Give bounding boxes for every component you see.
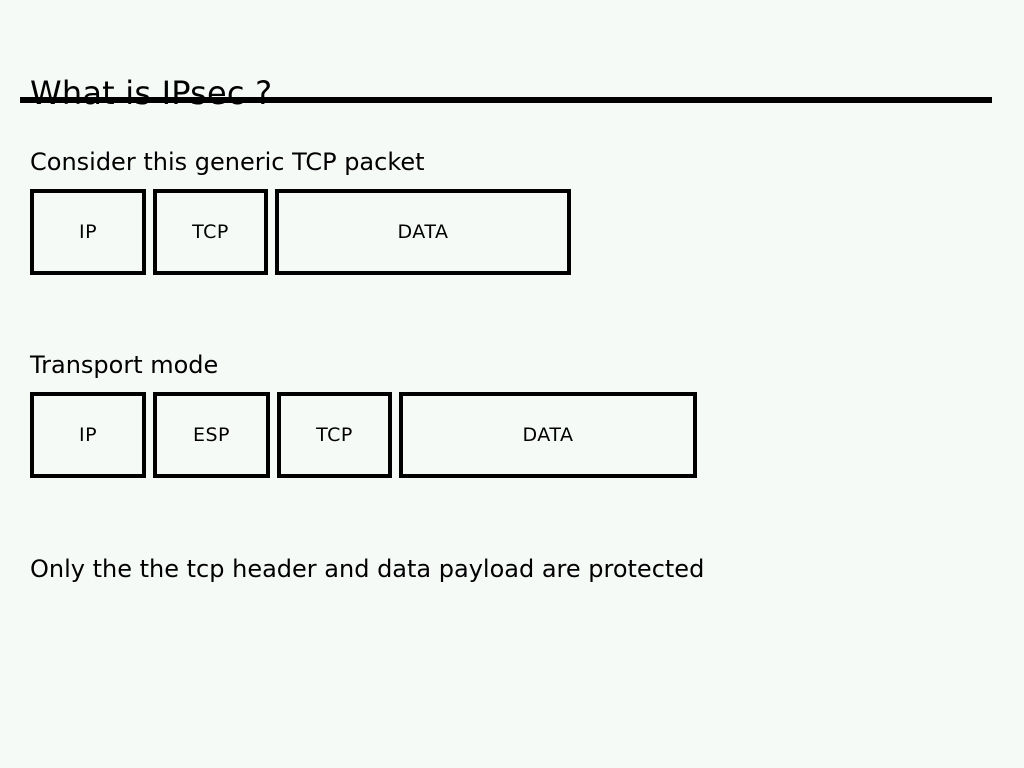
- packet-field-label: IP: [78, 423, 98, 446]
- packet-field-data: DATA: [399, 392, 697, 478]
- transport-mode-caption: Transport mode: [30, 351, 219, 379]
- generic-packet-caption: Consider this generic TCP packet: [30, 148, 425, 176]
- packet-field-esp: ESP: [153, 392, 270, 478]
- packet-field-label: TCP: [316, 423, 353, 446]
- generic-tcp-packet-diagram: IP TCP DATA: [30, 189, 571, 275]
- packet-field-tcp: TCP: [277, 392, 392, 478]
- page-title: What is IPsec ?: [30, 74, 273, 113]
- packet-field-tcp: TCP: [153, 189, 268, 275]
- packet-field-ip: IP: [30, 189, 146, 275]
- packet-field-label: TCP: [192, 220, 229, 243]
- packet-field-label: ESP: [192, 423, 231, 446]
- transport-mode-packet-diagram: IP ESP TCP DATA: [30, 392, 697, 478]
- protection-note: Only the the tcp header and data payload…: [30, 555, 705, 583]
- packet-field-data: DATA: [275, 189, 571, 275]
- packet-field-label: IP: [78, 220, 98, 243]
- packet-field-label: DATA: [522, 423, 574, 446]
- title-divider: [20, 97, 992, 103]
- packet-field-ip: IP: [30, 392, 146, 478]
- packet-field-label: DATA: [397, 220, 449, 243]
